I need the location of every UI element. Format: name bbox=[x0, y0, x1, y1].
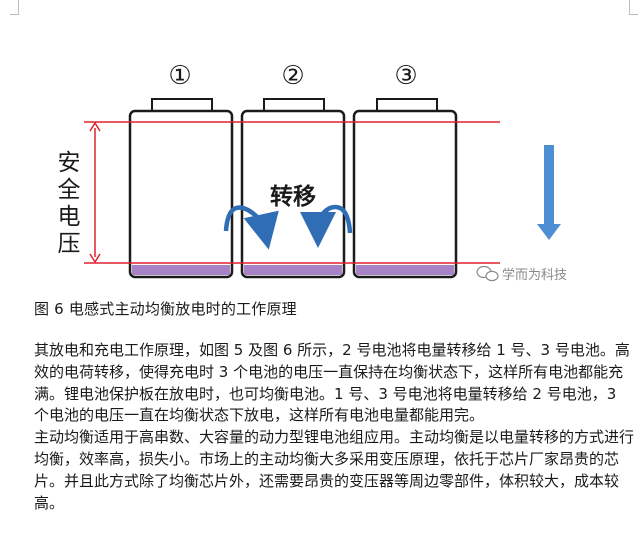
battery-cell-1 bbox=[128, 98, 234, 279]
watermark-text: 学而为科技 bbox=[502, 267, 567, 283]
battery-cell-1-charge bbox=[132, 265, 230, 275]
voltage-label-char-4: 压 bbox=[58, 231, 81, 257]
battery-cell-1-body bbox=[128, 109, 234, 279]
voltage-label-char-1: 安 bbox=[58, 150, 81, 176]
battery-cell-3 bbox=[352, 98, 458, 279]
battery-cell-2-charge bbox=[244, 265, 342, 275]
discharge-down-arrow bbox=[537, 145, 561, 240]
watermark: 学而为科技 bbox=[476, 265, 567, 283]
cell-label-2: ② bbox=[281, 61, 304, 91]
voltage-span-arrow bbox=[89, 121, 101, 264]
transfer-arrow-left bbox=[223, 205, 279, 250]
page-corner-mark-right bbox=[629, 0, 638, 15]
battery-cell-3-body bbox=[352, 109, 458, 279]
figure-caption: 图 6 电感式主动均衡放电时的工作原理 bbox=[34, 300, 297, 318]
balancing-figure: ① ② ③ 安 全 bbox=[58, 61, 568, 283]
voltage-label-char-2: 全 bbox=[58, 177, 81, 203]
transfer-label: 转移 bbox=[270, 183, 316, 210]
voltage-label-char-3: 电 bbox=[58, 204, 81, 230]
cell-label-3: ③ bbox=[394, 61, 417, 91]
paragraph-1: 其放电和充电工作原理，如图 5 及图 6 所示，2 号电池将电量转移给 1 号、… bbox=[34, 341, 630, 425]
wechat-icon bbox=[476, 265, 499, 282]
battery-cell-3-charge bbox=[356, 265, 454, 275]
cell-label-1: ① bbox=[168, 61, 191, 91]
page-corner-mark-left bbox=[10, 0, 19, 15]
article-body: 其放电和充电工作原理，如图 5 及图 6 所示，2 号电池将电量转移给 1 号、… bbox=[34, 340, 636, 514]
balancing-diagram: ① ② ③ 安 全 bbox=[58, 61, 568, 283]
transfer-arrow-right bbox=[300, 204, 353, 248]
paragraph-2: 主动均衡适用于高串数、大容量的动力型锂电池组应用。主动均衡是以电量转移的方式进行… bbox=[34, 428, 635, 512]
